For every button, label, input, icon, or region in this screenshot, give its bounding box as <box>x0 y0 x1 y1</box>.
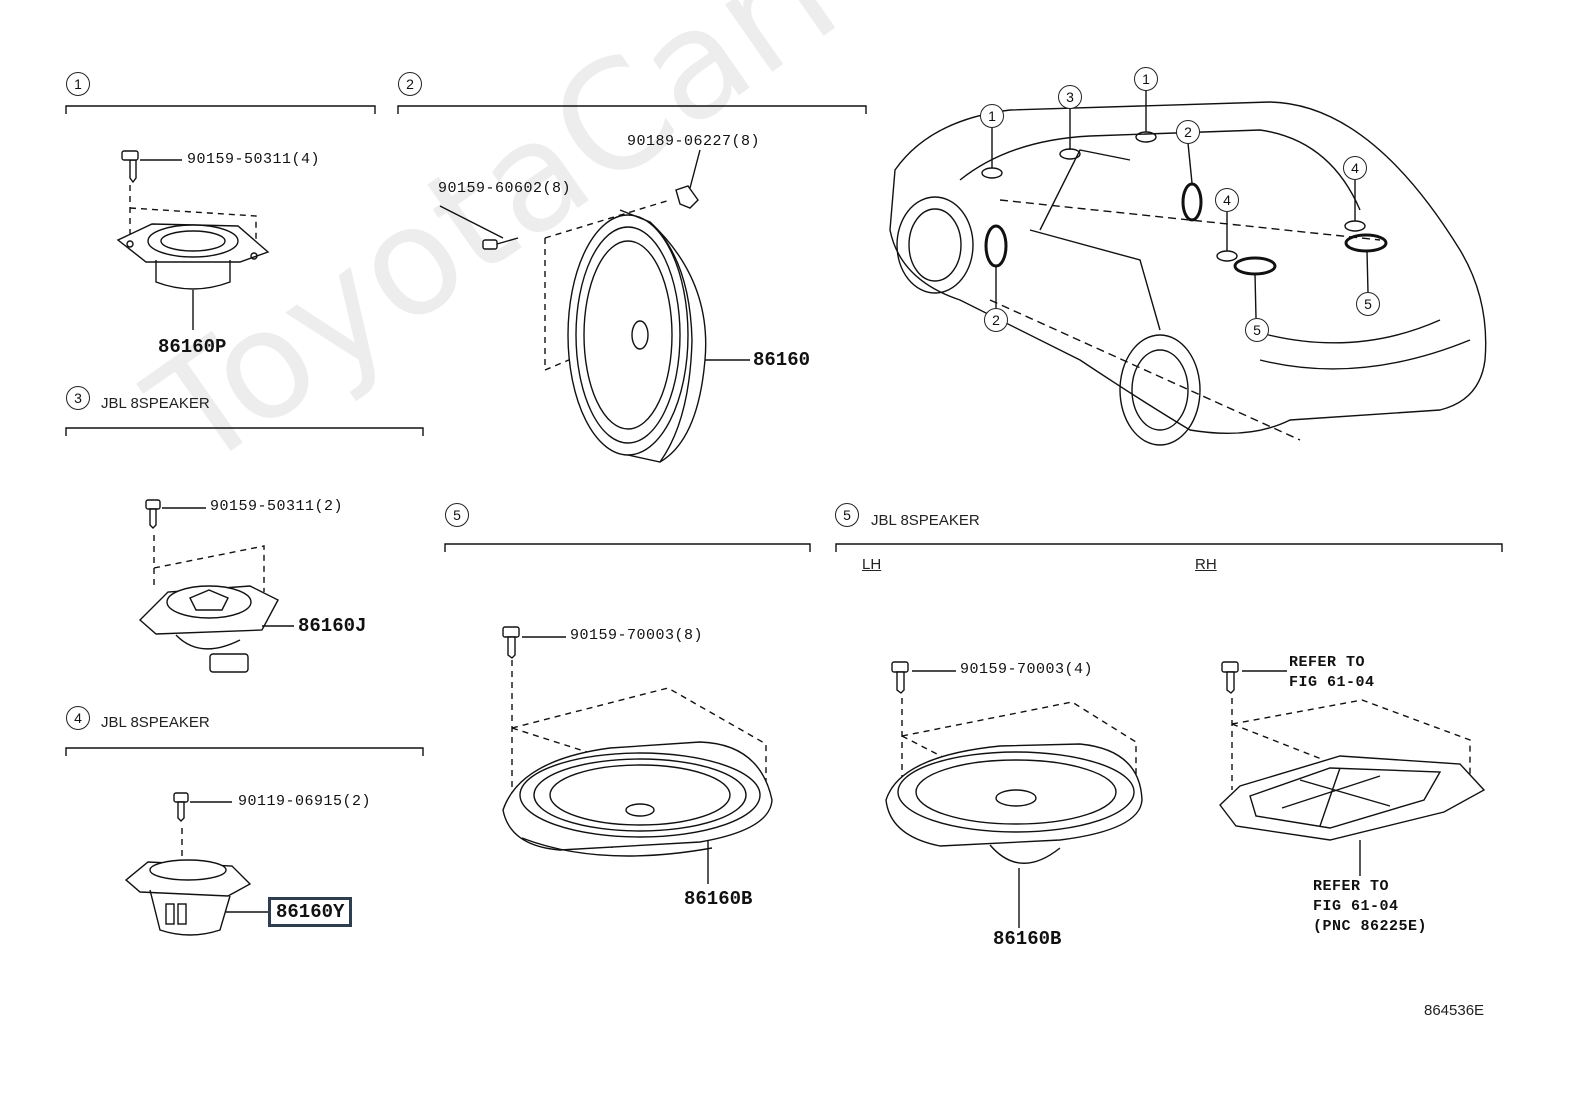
speaker-86160J-drawing <box>138 499 294 673</box>
section-1-marker: 1 <box>66 72 90 96</box>
s5rh-ref-top-line1[interactable]: REFER TO <box>1289 654 1366 671</box>
speaker-86160Y-drawing <box>124 792 268 936</box>
car-marker: 2 <box>984 308 1008 332</box>
s5rh-ref-bot-line2[interactable]: FIG 61-04 <box>1313 898 1399 915</box>
s2-part-callout[interactable]: 86160 <box>753 349 811 371</box>
section-5b-marker: 5 <box>835 503 859 527</box>
section-brackets <box>65 105 1503 756</box>
car-marker: 5 <box>1245 318 1269 342</box>
car-marker: 4 <box>1215 188 1239 212</box>
s3-screw-callout[interactable]: 90159-50311(2) <box>210 498 344 515</box>
speaker-86160P-drawing <box>116 150 270 330</box>
car-drawing <box>889 90 1487 446</box>
s5rh-ref-bot-line3[interactable]: (PNC 86225E) <box>1313 918 1428 935</box>
section-5a-marker: 5 <box>445 503 469 527</box>
section-4-marker: 4 <box>66 706 90 730</box>
s5lh-screw-callout[interactable]: 90159-70003(4) <box>960 661 1094 678</box>
speaker-86160B-left-drawing <box>502 626 773 884</box>
s2-screw-callout[interactable]: 90159-60602(8) <box>438 180 572 197</box>
s5rh-ref-bot-line1[interactable]: REFER TO <box>1313 878 1390 895</box>
section-3-title: JBL 8SPEAKER <box>101 395 210 412</box>
car-marker: 4 <box>1343 156 1367 180</box>
s2-nut-callout[interactable]: 90189-06227(8) <box>627 133 761 150</box>
speaker-86160-drawing <box>439 149 750 463</box>
section-2-marker: 2 <box>398 72 422 96</box>
car-marker: 1 <box>980 104 1004 128</box>
s5lh-part-callout[interactable]: 86160B <box>993 928 1062 950</box>
lh-label: LH <box>862 556 882 573</box>
rh-label: RH <box>1195 556 1217 573</box>
s5a-screw-callout[interactable]: 90159-70003(8) <box>570 627 704 644</box>
s5rh-ref-top-line2[interactable]: FIG 61-04 <box>1289 674 1375 691</box>
car-marker: 2 <box>1176 120 1200 144</box>
s3-part-callout[interactable]: 86160J <box>298 615 367 637</box>
car-marker: 5 <box>1356 292 1380 316</box>
car-marker: 3 <box>1058 85 1082 109</box>
s4-screw-callout[interactable]: 90119-06915(2) <box>238 793 372 810</box>
figure-code: 864536E <box>1424 1002 1485 1019</box>
section-3-marker: 3 <box>66 386 90 410</box>
s1-screw-callout[interactable]: 90159-50311(4) <box>187 151 321 168</box>
s5a-part-callout[interactable]: 86160B <box>684 888 753 910</box>
speaker-rh-bracket-drawing <box>1219 661 1486 876</box>
section-4-title: JBL 8SPEAKER <box>101 714 210 731</box>
s4-part-callout-highlighted[interactable]: 86160Y <box>268 897 353 927</box>
section-5b-title: JBL 8SPEAKER <box>871 512 980 529</box>
s1-part-callout[interactable]: 86160P <box>158 336 227 358</box>
car-marker: 1 <box>1134 67 1158 91</box>
speaker-86160B-lh-drawing <box>885 661 1143 928</box>
